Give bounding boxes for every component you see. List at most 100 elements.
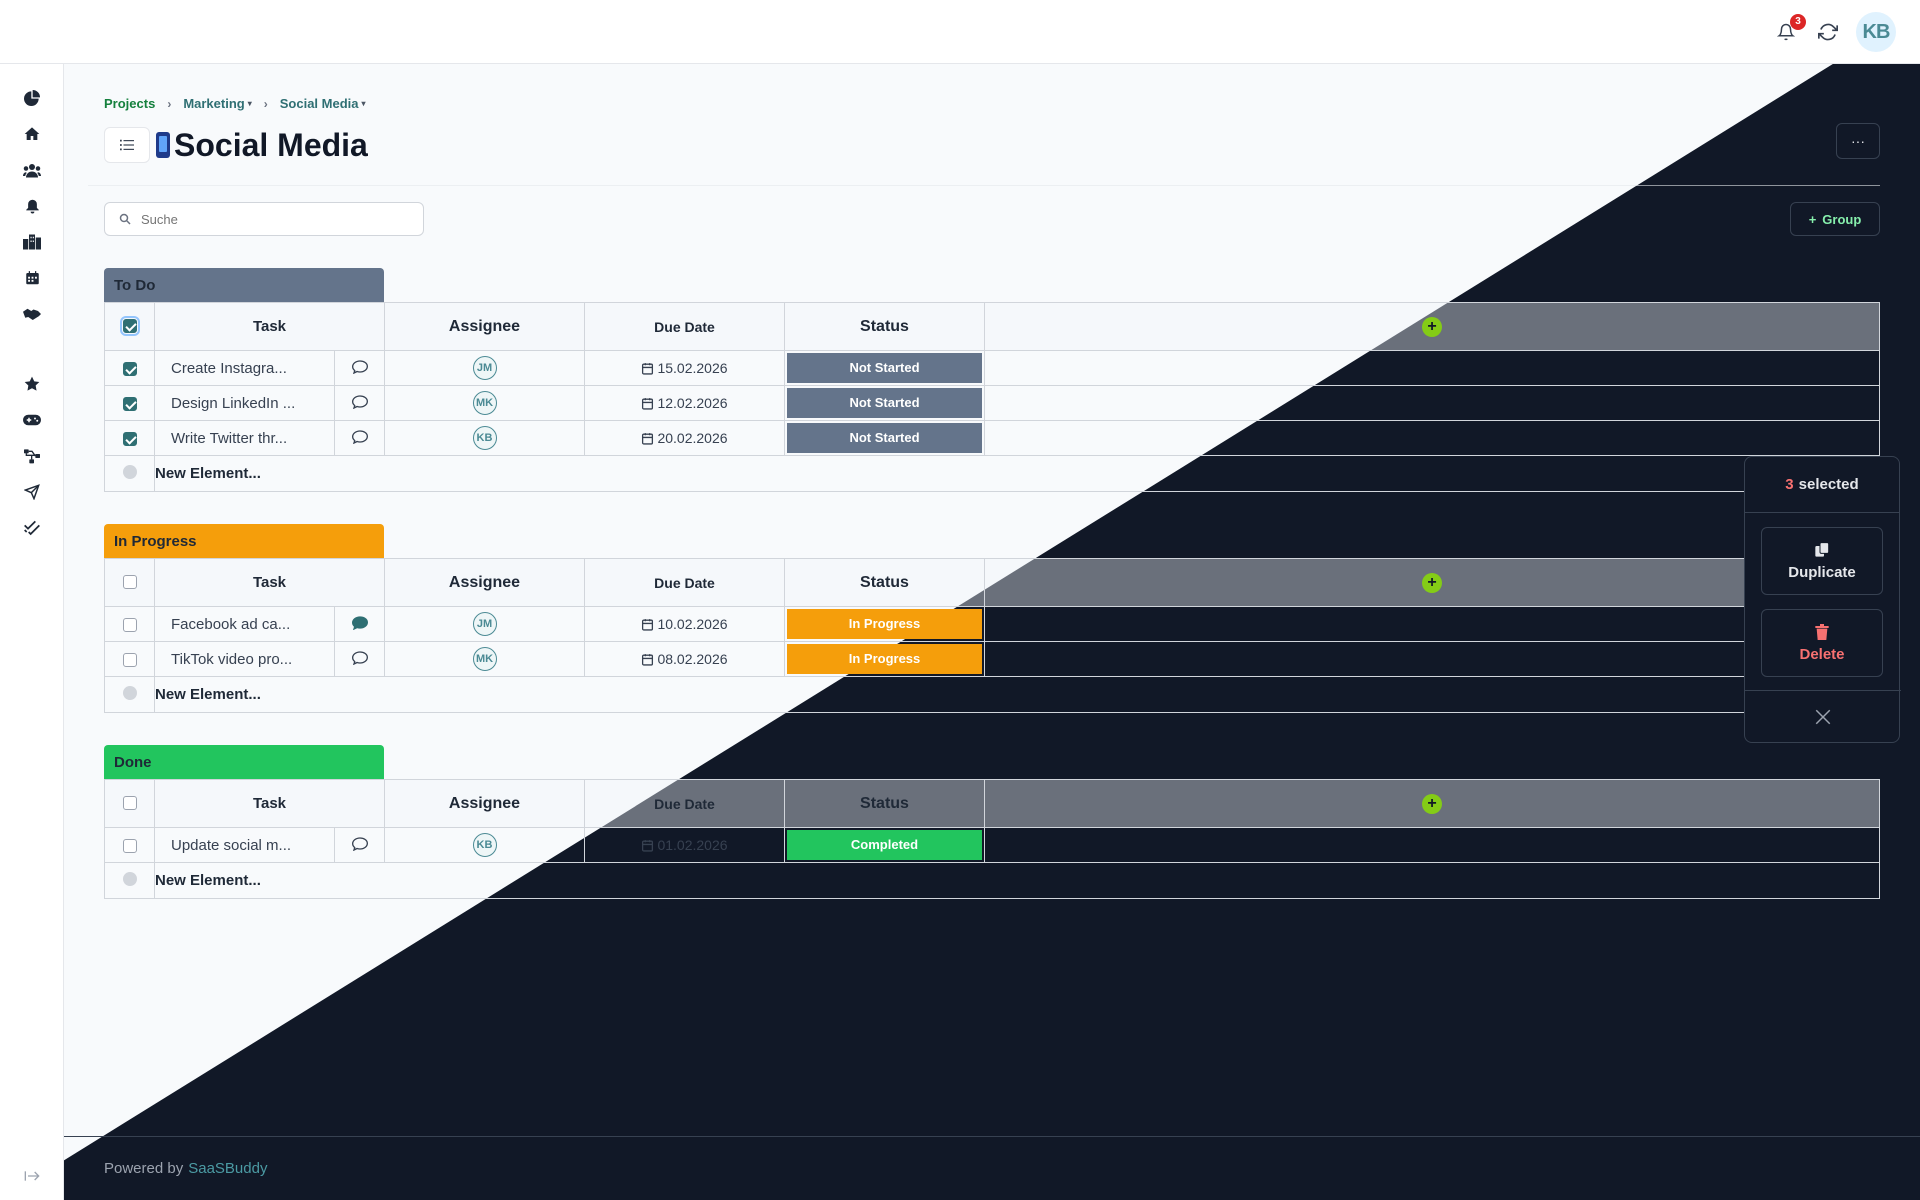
status-cell[interactable]: Completed — [784, 827, 985, 863]
refresh-button[interactable] — [1814, 18, 1842, 46]
row-checkbox[interactable] — [122, 362, 137, 377]
comment-cell — [334, 350, 385, 386]
group-header[interactable]: Done — [104, 745, 384, 779]
task-name[interactable]: Design LinkedIn ... — [154, 385, 335, 421]
sidebar-item-companies[interactable] — [0, 224, 64, 260]
sidebar-item-dashboard[interactable] — [0, 80, 64, 116]
due-date-cell[interactable]: 12.02.2026 — [584, 385, 785, 421]
assignee-cell[interactable]: JM — [384, 606, 585, 642]
sidebar-item-workflows[interactable] — [0, 438, 64, 474]
select-all-checkbox[interactable] — [119, 316, 140, 337]
breadcrumb-marketing[interactable]: Marketing▾ — [183, 96, 251, 111]
sidebar-expand-button[interactable] — [0, 1170, 64, 1182]
select-all-checkbox[interactable] — [122, 796, 137, 811]
comment-icon[interactable] — [351, 394, 368, 409]
new-element-button[interactable]: New Element... — [155, 872, 261, 889]
new-element-row[interactable]: New Element... — [104, 862, 1880, 899]
sidebar-item-campaigns[interactable] — [0, 474, 64, 510]
column-header-due-date[interactable]: Due Date — [584, 558, 785, 607]
comment-icon[interactable] — [351, 650, 368, 665]
status-cell[interactable]: In Progress — [784, 606, 985, 642]
add-group-button[interactable]: + Group — [1790, 202, 1880, 236]
group-header[interactable]: In Progress — [104, 524, 384, 558]
column-header-assignee[interactable]: Assignee — [384, 302, 585, 351]
column-header-due-date[interactable]: Due Date — [584, 302, 785, 351]
delete-button[interactable]: Delete — [1761, 609, 1883, 677]
task-name[interactable]: Update social m... — [154, 827, 335, 863]
column-header-task[interactable]: Task — [154, 302, 385, 351]
column-header-task[interactable]: Task — [154, 779, 385, 828]
column-header-status[interactable]: Status — [784, 302, 985, 351]
status-cell[interactable]: Not Started — [784, 350, 985, 386]
user-avatar[interactable]: KB — [1856, 12, 1896, 52]
breadcrumb-projects[interactable]: Projects — [104, 96, 156, 111]
sidebar-item-games[interactable] — [0, 402, 64, 438]
search-input[interactable] — [141, 211, 401, 227]
sidebar-item-calendar[interactable] — [0, 260, 64, 296]
new-element-row[interactable]: New Element... — [104, 455, 1880, 492]
comment-icon[interactable] — [351, 359, 368, 374]
add-column-button[interactable]: + — [1422, 316, 1442, 337]
assignee-cell[interactable]: KB — [384, 420, 585, 456]
sidebar-item-deals[interactable] — [0, 296, 64, 332]
add-column-button[interactable]: + — [1422, 572, 1442, 593]
task-name[interactable]: Facebook ad ca... — [154, 606, 335, 642]
comment-cell — [334, 606, 385, 642]
sidebar-item-team[interactable] — [0, 152, 64, 188]
new-element-button[interactable]: New Element... — [155, 465, 261, 482]
column-header-assignee[interactable]: Assignee — [384, 558, 585, 607]
duplicate-button[interactable]: Duplicate — [1761, 527, 1883, 595]
row-checkbox[interactable] — [122, 653, 137, 668]
assignee-cell[interactable]: JM — [384, 350, 585, 386]
column-header-task[interactable]: Task — [154, 558, 385, 607]
task-name[interactable]: TikTok video pro... — [154, 641, 335, 677]
task-name[interactable]: Write Twitter thr... — [154, 420, 335, 456]
task-name[interactable]: Create Instagra... — [154, 350, 335, 386]
column-header-status[interactable]: Status — [784, 558, 985, 607]
sidebar-item-home[interactable] — [0, 116, 64, 152]
new-element-cell: New Element... — [154, 862, 1880, 899]
select-all-checkbox[interactable] — [122, 575, 137, 590]
row-checkbox[interactable] — [122, 618, 137, 633]
sidebar-item-favorites[interactable] — [0, 366, 64, 402]
assignee-cell[interactable]: MK — [384, 641, 585, 677]
toggle-list-button[interactable] — [104, 127, 150, 163]
due-date-cell[interactable]: 01.02.2026 — [584, 827, 785, 863]
new-element-row[interactable]: New Element... — [104, 676, 1880, 713]
comment-icon[interactable] — [351, 836, 368, 851]
due-date-cell[interactable]: 20.02.2026 — [584, 420, 785, 456]
due-date-cell[interactable]: 10.02.2026 — [584, 606, 785, 642]
status-cell[interactable]: In Progress — [784, 641, 985, 677]
row-checkbox[interactable] — [122, 432, 137, 447]
comment-icon[interactable] — [351, 615, 368, 630]
add-column-button[interactable]: + — [1422, 793, 1442, 814]
comment-icon[interactable] — [351, 429, 368, 444]
footer-brand-link[interactable]: SaaSBuddy — [188, 1160, 268, 1177]
due-date-cell[interactable]: 15.02.2026 — [584, 350, 785, 386]
new-element-button[interactable]: New Element... — [155, 686, 261, 703]
row-checkbox[interactable] — [122, 397, 137, 412]
status-cell[interactable]: Not Started — [784, 385, 985, 421]
column-header-status[interactable]: Status — [784, 779, 985, 828]
due-date-cell[interactable]: 08.02.2026 — [584, 641, 785, 677]
more-options-button[interactable]: ··· — [1836, 123, 1880, 159]
breadcrumb-social-media[interactable]: Social Media▾ — [280, 96, 366, 111]
column-header-due-date[interactable]: Due Date — [584, 779, 785, 828]
sidebar-item-tasks[interactable] — [0, 510, 64, 546]
assignee-cell[interactable]: KB — [384, 827, 585, 863]
notifications-button[interactable]: 3 — [1772, 14, 1806, 46]
sidebar-item-notifications[interactable] — [0, 188, 64, 224]
column-header-assignee[interactable]: Assignee — [384, 779, 585, 828]
group-header[interactable]: To Do — [104, 268, 384, 302]
close-selection-button[interactable] — [1745, 690, 1901, 742]
status-cell[interactable]: Not Started — [784, 420, 985, 456]
assignee-cell[interactable]: MK — [384, 385, 585, 421]
row-checkbox[interactable] — [122, 839, 137, 854]
